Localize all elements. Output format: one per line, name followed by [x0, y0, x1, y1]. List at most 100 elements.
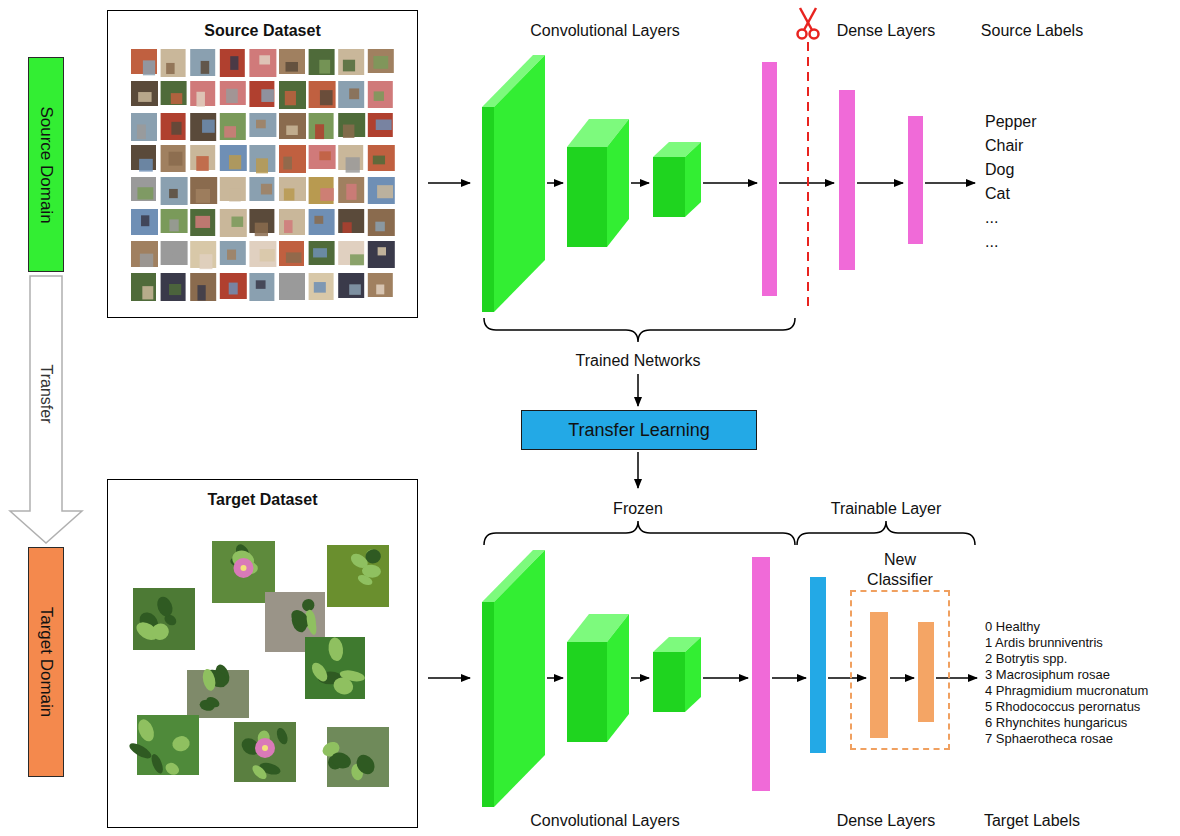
braces — [484, 318, 975, 545]
scissors-icon — [798, 8, 819, 39]
photo-thumb — [338, 113, 365, 137]
leaf — [327, 637, 344, 662]
photo-thumb — [220, 145, 247, 171]
photo-detail — [346, 157, 360, 172]
photo-detail — [171, 122, 181, 135]
panel-title: Source Dataset — [108, 11, 417, 40]
caption-label: Convolutional Layers — [530, 812, 679, 830]
flow-arrow — [703, 182, 757, 184]
classifier-bar — [918, 622, 934, 722]
block-side — [685, 142, 701, 217]
photo-detail — [202, 120, 215, 133]
photo-thumb — [309, 177, 334, 204]
photo-thumb — [309, 113, 334, 139]
photo-detail — [141, 215, 149, 226]
leaf — [353, 751, 378, 777]
flow-arrow — [936, 677, 977, 679]
process-box: Transfer Learning — [521, 410, 757, 450]
leaf — [135, 717, 157, 744]
photo-thumb — [279, 49, 305, 74]
photo-thumb — [338, 209, 364, 233]
conv-block — [482, 55, 545, 312]
dense-bar — [762, 62, 777, 296]
block-side — [607, 119, 629, 247]
photo-thumb — [220, 241, 246, 265]
photo-thumb — [161, 209, 188, 233]
leaf — [205, 695, 221, 709]
photo-ground — [133, 588, 195, 650]
class-label: 3 Macrosiphum rosae — [985, 667, 1110, 682]
caption-label: Trained Networks — [576, 352, 701, 370]
photo-detail — [256, 120, 266, 129]
photo-detail — [374, 91, 384, 100]
photo-detail — [201, 61, 210, 74]
photo-detail — [231, 217, 243, 227]
caption-label: Frozen — [613, 500, 663, 518]
photo-thumb — [309, 209, 335, 235]
conv-block — [653, 142, 701, 217]
photo-detail — [230, 56, 238, 70]
classifier-group: New Classifier — [850, 590, 950, 750]
block-front — [567, 147, 607, 247]
photo-detail — [261, 184, 272, 195]
photo-thumb — [309, 241, 335, 265]
class-label: 6 Rhynchites hungaricus — [985, 715, 1127, 730]
photo-thumb — [190, 145, 215, 170]
photo-thumb — [279, 177, 306, 201]
class-label: Pepper — [985, 113, 1037, 131]
panel-title: Target Dataset — [108, 480, 417, 509]
domain-box: Source Domain — [28, 57, 64, 272]
class-label: 4 Phragmidium mucronatum — [985, 683, 1148, 698]
photo-detail — [196, 189, 210, 203]
photo-detail — [350, 254, 364, 265]
flow-arrow — [631, 677, 649, 679]
photo-detail — [319, 151, 331, 160]
photo-detail — [349, 88, 359, 99]
flow-arrow — [547, 182, 563, 184]
photo-detail — [346, 184, 356, 200]
dataset-panel: Source Dataset — [107, 10, 418, 318]
photo-detail — [261, 89, 274, 102]
block-side — [494, 550, 545, 807]
photo-thumb — [249, 113, 276, 137]
photo-detail — [375, 222, 384, 232]
photo-detail — [166, 63, 174, 74]
photo-detail — [319, 60, 330, 74]
photo-detail — [314, 216, 323, 224]
flow-arrow — [779, 182, 834, 184]
brace — [484, 318, 795, 342]
group-heading: New Classifier — [852, 550, 948, 590]
photo-detail — [142, 286, 153, 299]
classifier-bar — [870, 612, 888, 738]
photo-thumb — [338, 177, 364, 203]
photo-thumb — [279, 209, 305, 235]
photo-detail — [197, 285, 205, 300]
photo-thumb — [220, 273, 247, 299]
flow-arrow — [428, 182, 470, 184]
photo-thumb — [220, 113, 246, 140]
flower-center — [262, 745, 268, 751]
photo-detail — [196, 156, 208, 171]
photo-detail — [284, 220, 293, 233]
photo-ground — [234, 722, 296, 782]
dense-bar — [752, 557, 770, 791]
photo-thumb — [161, 81, 187, 105]
photo-detail — [343, 125, 354, 138]
photo-thumb — [279, 113, 306, 139]
photo-thumb — [190, 81, 215, 106]
photo-thumb — [279, 273, 305, 300]
photo-detail — [169, 189, 178, 198]
photo-thumb — [309, 49, 335, 75]
photo-detail — [314, 282, 326, 293]
leaf — [201, 668, 218, 692]
block-front — [567, 642, 607, 742]
box-label: Source Domain — [36, 106, 56, 223]
photo-thumb — [131, 209, 158, 235]
photo-detail — [140, 254, 153, 267]
caption-label: Convolutional Layers — [530, 22, 679, 40]
photo-thumb — [279, 81, 306, 109]
photo-detail — [229, 155, 241, 169]
leaf — [149, 752, 165, 775]
leaf — [309, 660, 331, 684]
photo-thumb — [190, 49, 215, 76]
